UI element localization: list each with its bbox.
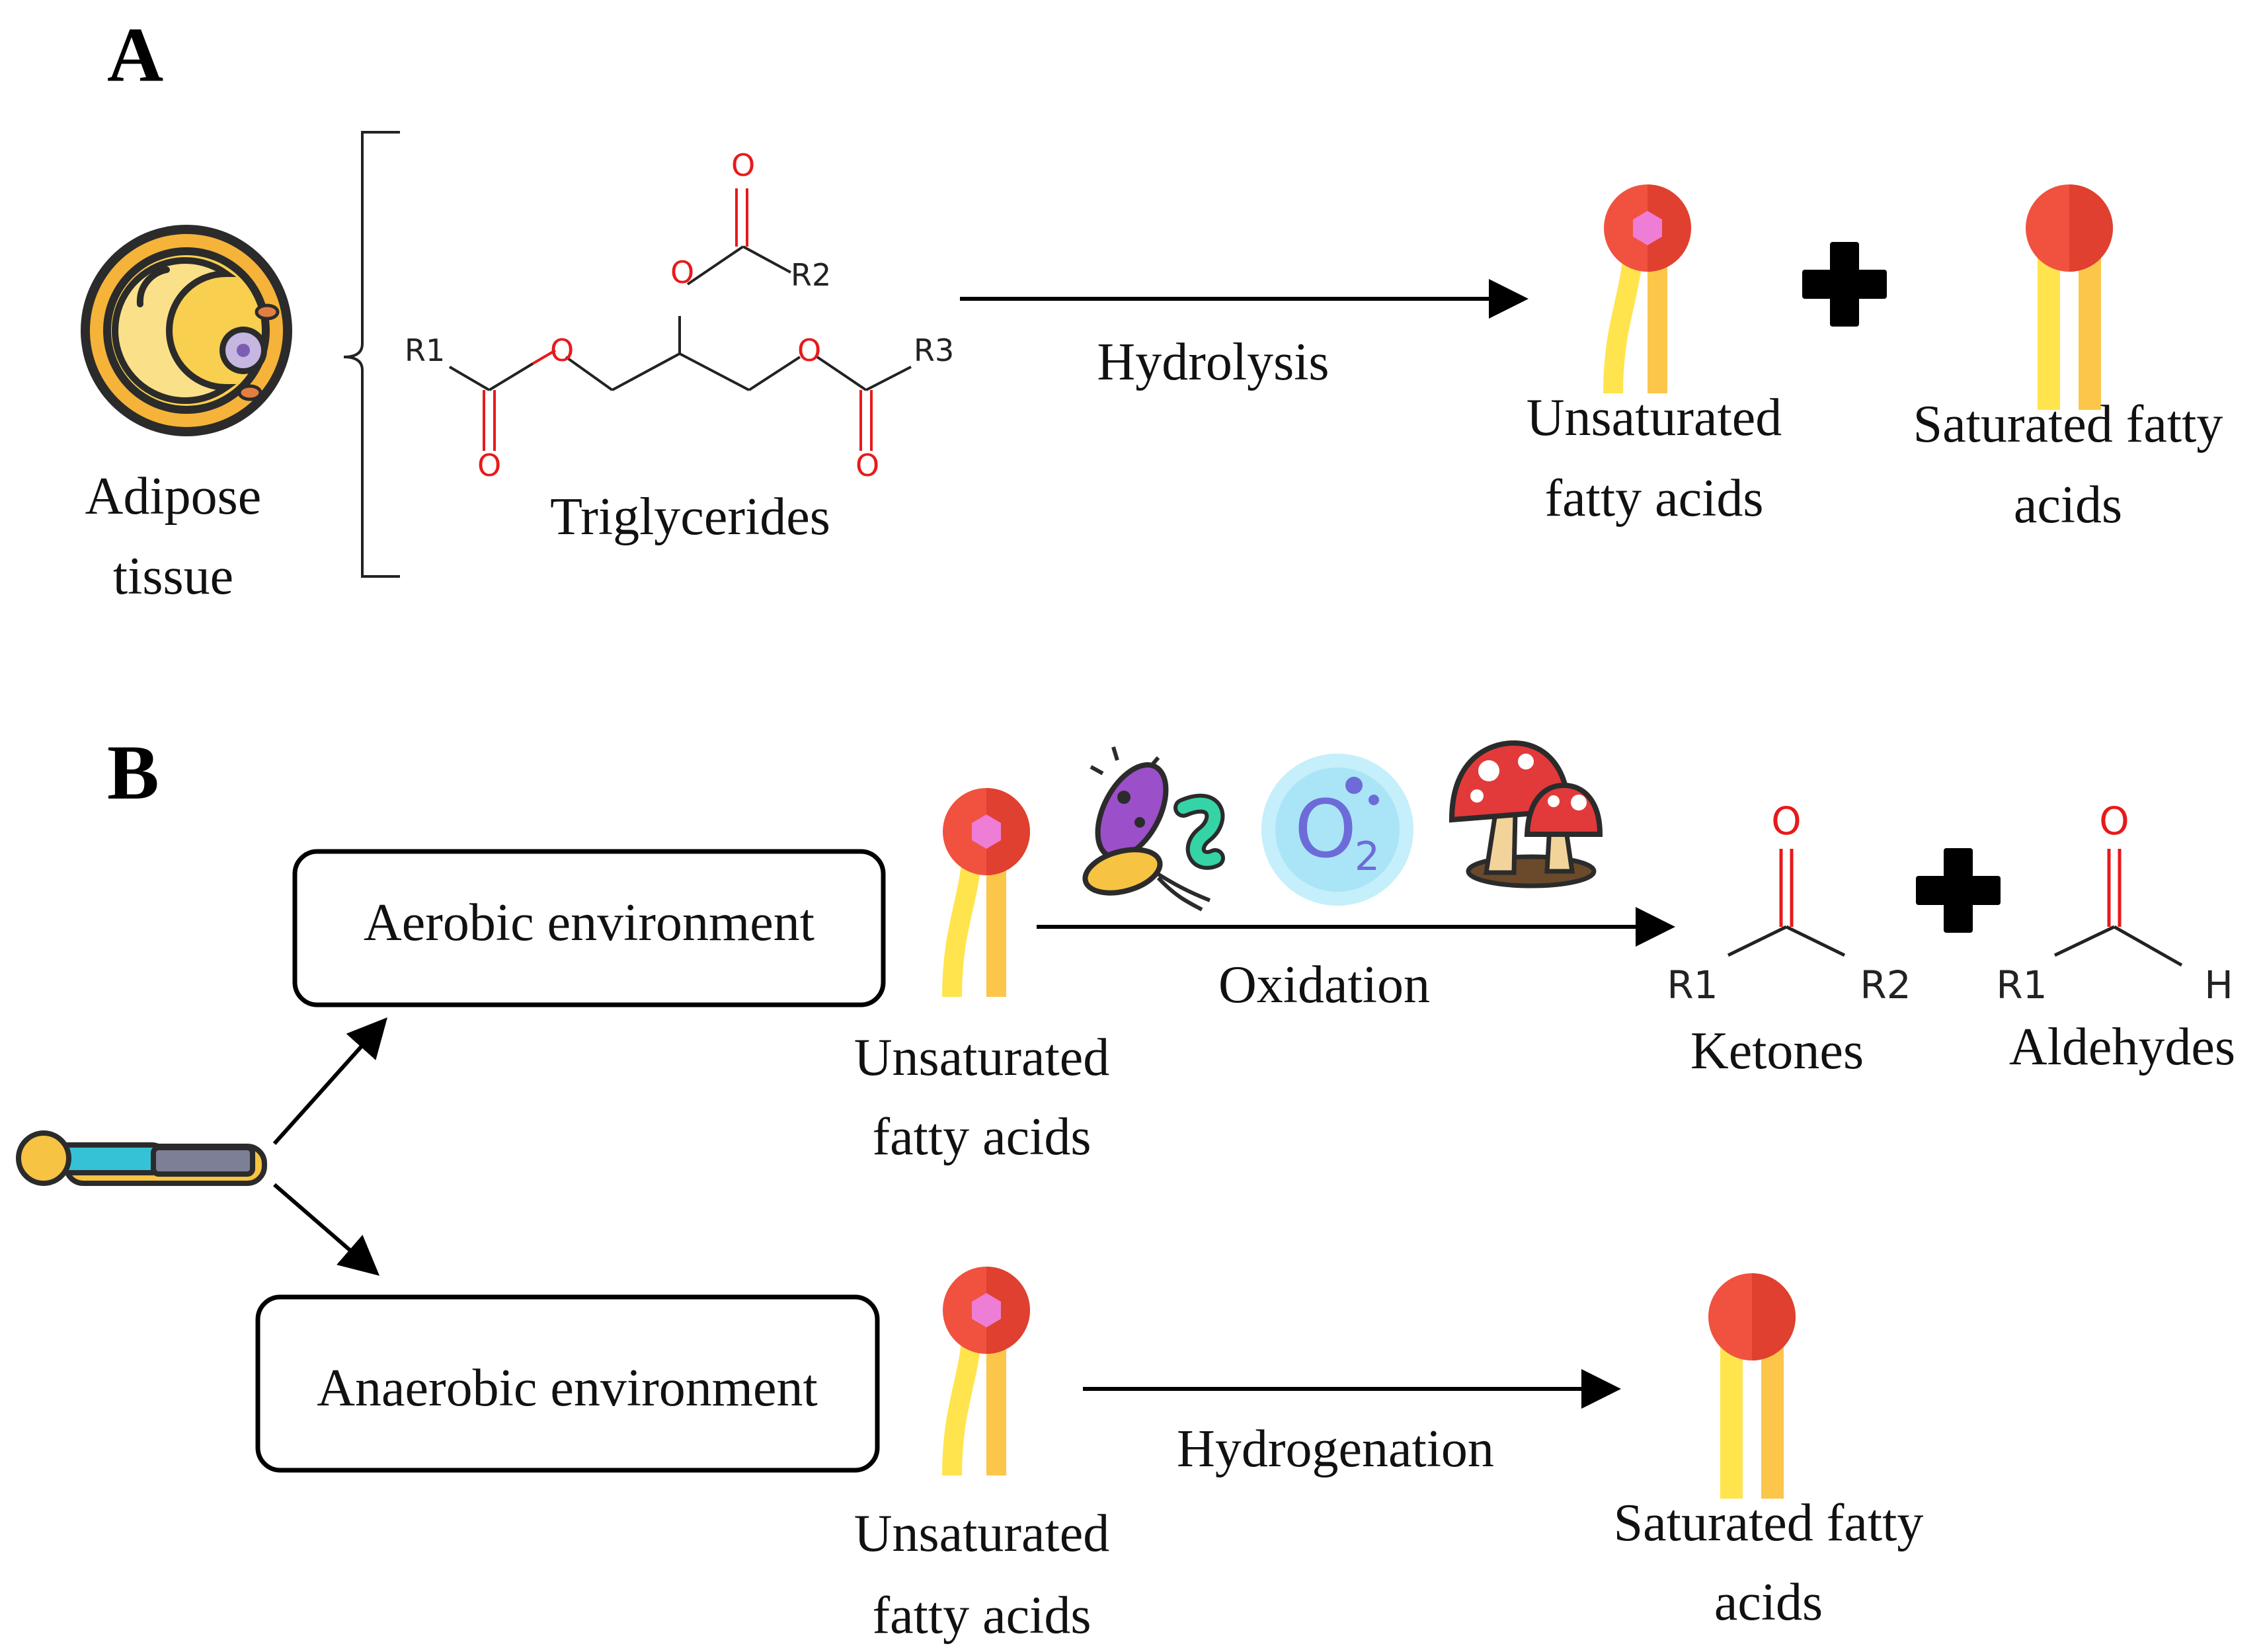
aldehydes-label: Aldehydes bbox=[2009, 1018, 2235, 1076]
triglyceride-carbonyl-oxygen-1: O bbox=[477, 448, 501, 483]
panel-a-label: A bbox=[107, 11, 163, 98]
triglyceride-brace bbox=[343, 131, 400, 578]
product-unsaturated-line2: fatty acids bbox=[1545, 469, 1764, 528]
oxygen-icon: O 2 bbox=[1261, 754, 1413, 906]
lying-person-icon bbox=[16, 1130, 267, 1186]
anaerobic-substrate-line2: fatty acids bbox=[873, 1587, 1092, 1645]
anaerobic-environment-box bbox=[255, 1294, 880, 1473]
adipose-label-line1: Adipose bbox=[85, 467, 262, 526]
aldehyde-r1: R1 bbox=[1996, 963, 2047, 1007]
person-to-anaerobic-arrow bbox=[273, 1183, 380, 1276]
anaerobic-product-line1: Saturated fatty bbox=[1614, 1494, 1924, 1552]
oxygen-badge-o: O bbox=[1294, 784, 1357, 876]
aerobic-environment-label: Aerobic environment bbox=[364, 894, 814, 952]
oxygen-badge-subscript: 2 bbox=[1355, 834, 1380, 880]
aldehyde-oxygen: O bbox=[2099, 799, 2129, 844]
saturated-fatty-acid-icon bbox=[2026, 184, 2113, 410]
triglycerides-label: Triglycerides bbox=[550, 488, 830, 546]
panel-b-label: B bbox=[107, 729, 159, 816]
ketone-structure bbox=[1727, 849, 1846, 957]
triglyceride-r2: R2 bbox=[791, 257, 831, 293]
aerobic-environment-box bbox=[292, 849, 886, 1007]
triglyceride-r1: R1 bbox=[405, 333, 445, 368]
aerobic-substrate-line1: Unsaturated bbox=[854, 1029, 1110, 1087]
product-unsaturated-line1: Unsaturated bbox=[1527, 389, 1782, 447]
aerobic-substrate-line2: fatty acids bbox=[873, 1108, 1092, 1166]
anaerobic-product-line2: acids bbox=[1714, 1573, 1823, 1632]
ketone-r2: R2 bbox=[1860, 963, 1911, 1007]
hydrogenation-label: Hydrogenation bbox=[1177, 1420, 1494, 1478]
adipose-cell-icon bbox=[81, 225, 292, 436]
aldehyde-h: H bbox=[2204, 963, 2233, 1007]
triglyceride-ester-oxygen-2: O bbox=[670, 255, 694, 290]
triglyceride-r3: R3 bbox=[914, 333, 954, 368]
triglyceride-structure bbox=[448, 188, 912, 451]
plus-icon bbox=[1916, 848, 2001, 933]
unsaturated-fatty-acid-icon bbox=[1604, 184, 1691, 393]
ketone-r1: R1 bbox=[1667, 963, 1718, 1007]
triglyceride-carbonyl-oxygen-3: O bbox=[855, 448, 879, 483]
bacteria-icon bbox=[1082, 746, 1225, 912]
hydrolysis-label: Hydrolysis bbox=[1097, 333, 1329, 391]
product-saturated-line1: Saturated fatty bbox=[1913, 395, 2223, 453]
triglyceride-carbonyl-oxygen-2: O bbox=[731, 147, 755, 183]
adipose-label-line2: tissue bbox=[113, 547, 233, 606]
triglyceride-ester-oxygen-3: O bbox=[797, 333, 821, 368]
oxidation-label: Oxidation bbox=[1218, 956, 1430, 1014]
anaerobic-saturated-fatty-acid-icon bbox=[1708, 1273, 1796, 1499]
person-to-aerobic-arrow bbox=[272, 1017, 388, 1146]
ketone-oxygen: O bbox=[1771, 799, 1802, 844]
product-saturated-line2: acids bbox=[2014, 476, 2122, 534]
mushroom-icon bbox=[1449, 740, 1603, 888]
plus-icon bbox=[1802, 242, 1887, 327]
aldehyde-structure bbox=[2053, 849, 2183, 967]
anaerobic-substrate-line1: Unsaturated bbox=[854, 1505, 1110, 1563]
triglyceride-ester-oxygen-1: O bbox=[550, 333, 574, 368]
anaerobic-unsaturated-fatty-acid-icon bbox=[943, 1267, 1030, 1475]
aerobic-unsaturated-fatty-acid-icon bbox=[943, 788, 1030, 997]
anaerobic-environment-label: Anaerobic environment bbox=[317, 1359, 818, 1417]
ketones-label: Ketones bbox=[1690, 1022, 1864, 1080]
